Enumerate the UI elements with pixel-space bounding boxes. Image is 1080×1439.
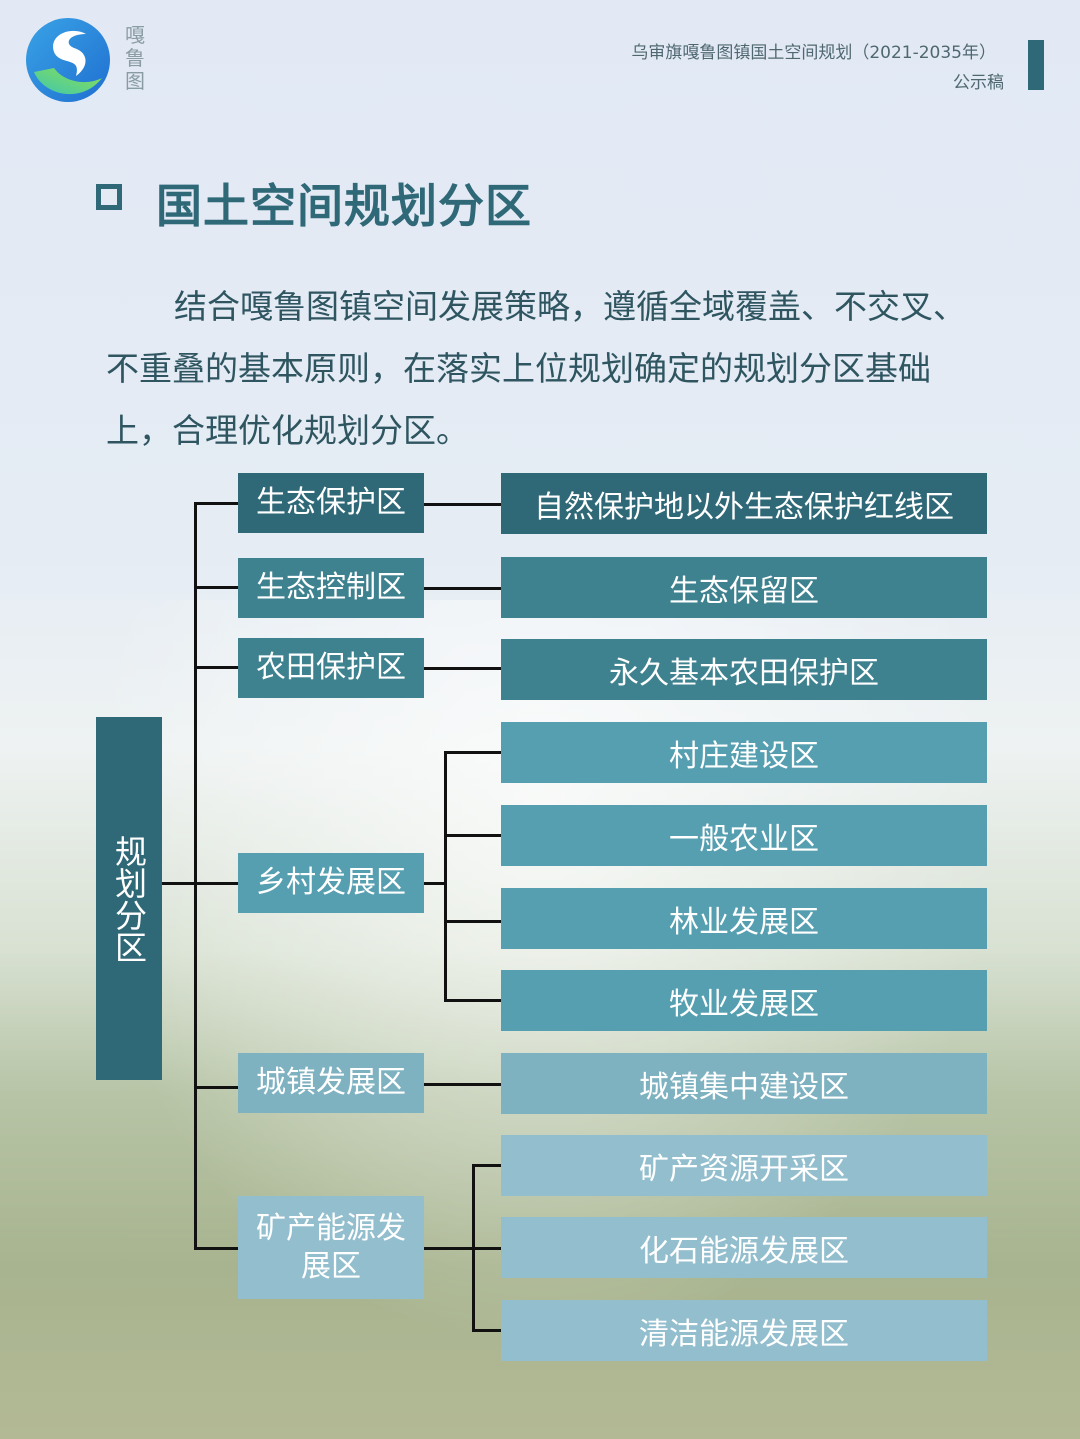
connector-line [444,920,502,923]
connector-line [424,587,502,590]
zone-mineral-energy-development: 矿产能源发展区 [238,1196,424,1299]
document-title: 乌审旗嘎鲁图镇国土空间规划（2021-2035年） [631,43,996,63]
subzone-eco-redline: 自然保护地以外生态保护红线区 [501,473,987,534]
document-status: 公示稿 [953,73,1004,93]
root-node-planning-zones: 规划分区 [96,717,162,1080]
corner-accent-bar [1028,40,1044,90]
connector-line [444,751,447,1001]
connector-line [194,586,238,589]
subzone-forestry-development: 林业发展区 [501,888,987,949]
subzone-eco-reserve: 生态保留区 [501,557,987,618]
connector-line [444,999,502,1002]
subzone-pastoral-development: 牧业发展区 [501,970,987,1031]
connector-line [194,882,238,885]
subzone-town-concentrated-construction: 城镇集中建设区 [501,1053,987,1114]
connector-line [444,834,502,837]
intro-paragraph: 结合嘎鲁图镇空间发展策略，遵循全域覆盖、不交叉、不重叠的基本原则，在落实上位规划… [106,287,966,450]
zone-ecological-control: 生态控制区 [238,558,424,618]
root-node-label: 规划分区 [110,834,148,963]
connector-line [424,882,446,885]
subzone-village-construction: 村庄建设区 [501,722,987,783]
connector-line [424,503,502,506]
connector-line [194,502,197,1250]
connector-line [424,1083,502,1086]
connector-line [424,1247,474,1250]
connector-line [472,1247,502,1250]
connector-line [194,666,238,669]
town-logo-icon [26,18,110,102]
zone-ecological-protection: 生态保护区 [238,473,424,533]
connector-line [444,751,502,754]
section-square-icon [96,184,122,210]
subzone-fossil-energy: 化石能源发展区 [501,1217,987,1278]
connector-line [424,667,502,670]
connector-line [472,1329,502,1332]
subzone-mineral-extraction: 矿产资源开采区 [501,1135,987,1196]
logo-text: 嘎鲁图 [125,23,145,93]
subzone-general-agriculture: 一般农业区 [501,805,987,866]
subzone-permanent-farmland: 永久基本农田保护区 [501,639,987,700]
connector-line [194,1086,238,1089]
zone-farmland-protection: 农田保护区 [238,638,424,698]
zone-rural-development: 乡村发展区 [238,853,424,913]
subzone-clean-energy: 清洁能源发展区 [501,1300,987,1361]
zone-town-development: 城镇发展区 [238,1053,424,1113]
connector-line [194,502,238,505]
connector-line [472,1164,502,1167]
connector-line [194,1247,238,1250]
section-title: 国土空间规划分区 [156,179,532,233]
connector-line [162,882,196,885]
